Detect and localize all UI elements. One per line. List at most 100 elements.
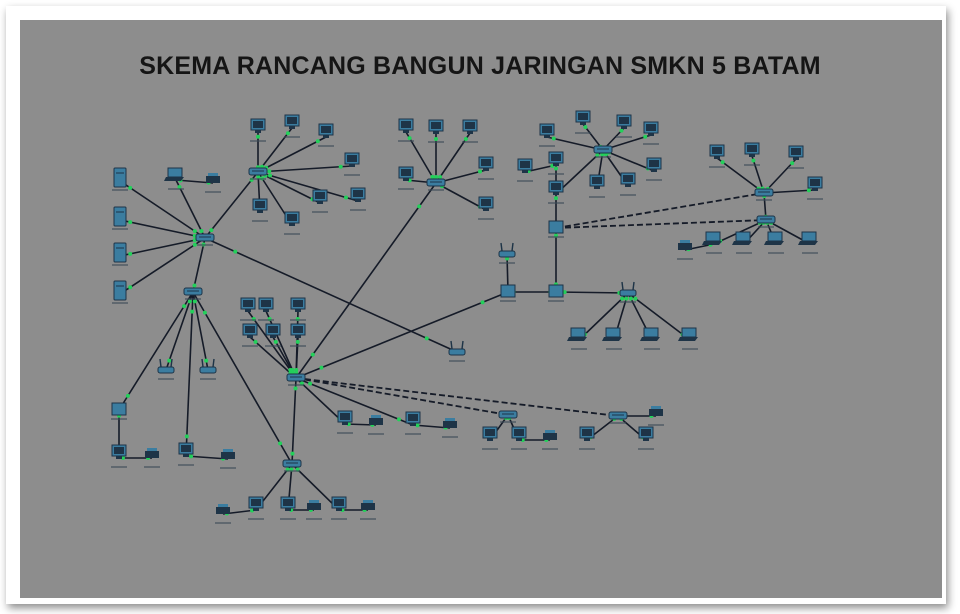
pc-stand	[749, 154, 755, 157]
port-swKP-kp2-b	[751, 158, 756, 163]
link-swMid-s2	[119, 219, 206, 239]
caption-mark-tu4	[242, 345, 258, 347]
port-swMid-s4-b	[128, 285, 133, 290]
network-links	[118, 123, 816, 515]
dashed-link-rtKA-swKR	[555, 219, 767, 229]
device-m5	[350, 187, 366, 202]
pc-screen	[340, 413, 350, 420]
device-lm6	[398, 166, 414, 181]
port-swTU-tu5-b	[273, 339, 278, 344]
pc-screen	[578, 113, 588, 120]
pc-screen	[791, 148, 801, 155]
pc-stand	[245, 309, 251, 312]
dashed-link-swTU-swRU	[295, 377, 509, 416]
pc-screen	[641, 429, 651, 436]
caption-mark-rtR	[548, 300, 564, 302]
port-swLow-apPer-a	[187, 299, 192, 304]
caption-mark-lm3	[462, 141, 478, 143]
laptop-base	[164, 177, 184, 181]
link-swLow-bl4	[185, 291, 194, 457]
device-s3	[113, 242, 127, 263]
device-bc1	[216, 504, 230, 514]
caption-mark-ks2	[638, 448, 654, 450]
caption-mark-tu5	[265, 345, 281, 347]
caption-mark-ks3	[648, 424, 664, 426]
laptop-base	[732, 241, 752, 245]
port-swMid-s1-a	[192, 229, 197, 234]
device-kp4	[807, 176, 823, 191]
link-swTop-m5	[257, 171, 359, 202]
pc-stand	[553, 163, 559, 166]
port-swTU-ag1-b	[396, 417, 401, 422]
network-devices	[111, 110, 823, 514]
device-m8	[252, 198, 268, 213]
ap-antenna-right	[632, 281, 635, 291]
link-swLow-bl1	[118, 291, 194, 411]
pc-stand	[285, 508, 291, 511]
caption-mark-swRU	[500, 421, 516, 423]
device-swRU	[498, 410, 518, 419]
pc-screen	[408, 414, 418, 421]
caption-mark-swTop	[250, 178, 266, 180]
port-swTop-m4-a	[267, 169, 272, 174]
device-m6	[312, 189, 328, 204]
pc-stand	[295, 309, 301, 312]
pc-stand	[342, 422, 348, 425]
link-swTU-tu1	[247, 310, 297, 379]
device-apR	[619, 281, 637, 297]
port-swTU-swLM-a	[310, 352, 315, 357]
pc-stand	[289, 126, 295, 129]
pc-stand	[651, 169, 657, 172]
link-apR-rp4	[627, 292, 691, 341]
caption-mark-apMul	[200, 378, 216, 380]
pc-stand	[483, 168, 489, 171]
port-swLM-lm1-a	[430, 174, 435, 179]
port-swLow-bl1-b	[125, 393, 130, 398]
pc-screen	[431, 122, 441, 129]
pc-screen	[293, 326, 303, 333]
pc-stand	[648, 133, 654, 136]
device-ru2	[511, 426, 527, 441]
device-bl5	[221, 449, 235, 459]
laptop-base	[798, 241, 818, 245]
caption-mark-ks1	[579, 448, 595, 450]
caption-mark-hot	[449, 360, 465, 362]
router-body	[548, 284, 564, 298]
link-swMid-swTop	[204, 171, 259, 239]
printer-body	[678, 243, 692, 250]
port-swLow-apPer-b	[167, 358, 172, 363]
laptop-base	[764, 241, 784, 245]
caption-mark-s2	[112, 228, 128, 230]
port-swTop-m4-b	[338, 164, 343, 169]
caption-mark-dk2	[368, 433, 384, 435]
caption-mark-m1	[250, 140, 266, 142]
link-swTKA-ka5	[602, 149, 655, 172]
pc-screen	[649, 160, 659, 167]
port-swTKA-ka7-a	[600, 152, 605, 157]
port-swLM-lm4-b	[478, 169, 482, 174]
device-rtR	[548, 284, 564, 298]
pc-stand	[793, 157, 799, 160]
caption-mark-apTop	[499, 262, 515, 264]
port-swLow-bl4-b	[184, 434, 189, 439]
pc-screen	[268, 326, 278, 333]
caption-mark-lm2	[428, 141, 444, 143]
caption-mark-swKP	[756, 199, 772, 201]
caption-mark-lm6	[398, 188, 414, 190]
link-apR-rp1	[578, 292, 629, 341]
ap-antenna-left	[201, 358, 204, 368]
caption-mark-rp1	[571, 348, 587, 350]
pc-stand	[253, 508, 259, 511]
ap-body	[498, 250, 516, 258]
laptop-screen	[643, 327, 659, 338]
caption-mark-ka10	[548, 202, 564, 204]
pc-screen	[542, 126, 552, 133]
laptop-base	[678, 337, 698, 341]
device-m4	[344, 152, 360, 167]
port-swMid-hot-a	[233, 249, 238, 254]
port-rtR-apR-a	[562, 290, 567, 295]
pc-screen	[810, 179, 820, 186]
caption-mark-rp2	[606, 348, 622, 350]
device-bc2	[248, 496, 264, 511]
pc-screen	[347, 155, 357, 162]
